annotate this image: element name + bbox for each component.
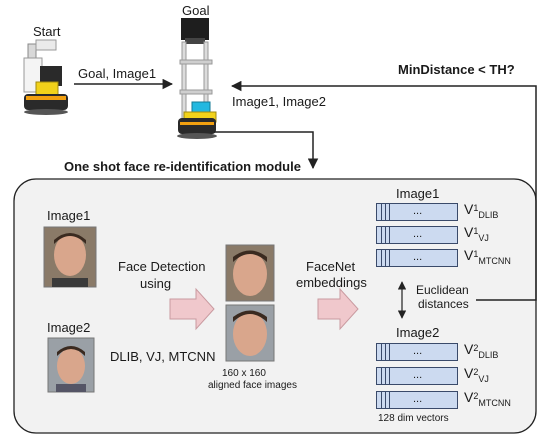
arrow-goal-image1-label: Goal, Image1 [78,66,157,81]
arrow-goal-to-module [214,131,319,170]
vector-dots: ... [413,205,423,217]
module-title: One shot face re-identification module [64,159,301,174]
vector-box: ... [376,343,458,361]
start-label: Start [33,24,61,39]
aligned-face-2 [225,304,275,362]
input-image2-label: Image2 [47,320,91,335]
vectors-group2-title: Image2 [396,325,440,340]
vector-dots: ... [413,393,423,405]
vector-box: ... [376,367,458,385]
vector-label: V2VJ [464,365,489,384]
vector-dots: ... [413,345,423,357]
aligned-face-1 [225,244,275,302]
vectors-group1-title: Image1 [396,186,440,201]
vector-label: V1MTCNN [464,247,511,266]
input-image1-label: Image1 [47,208,91,223]
aligned-caption-line1: 160 x 160 [222,368,266,379]
vectors-caption: 128 dim vectors [378,413,449,424]
vector-dots: ... [413,369,423,381]
vector-label: V1VJ [464,224,489,243]
vector-dots: ... [413,228,423,240]
euclidean-line1: Euclidean [416,283,469,297]
vector-label: V2MTCNN [464,389,511,408]
feedback-condition-label: MinDistance < TH? [398,62,515,77]
input-face-image2 [47,337,95,393]
step1-line2: using [140,276,172,291]
vector-box: ... [376,226,458,244]
step2-line2: embeddings [296,275,367,290]
euclidean-line2: distances [418,297,469,311]
step1-line1: Face Detection [118,259,206,274]
arrow-feedback [230,80,537,301]
input-face-image1 [43,226,97,288]
goal-label: Goal [182,3,210,18]
vector-label: V1DLIB [464,201,499,220]
step1-methods: DLIB, VJ, MTCNN [110,349,216,364]
vector-dots: ... [413,251,423,263]
vector-box: ... [376,203,458,221]
start-robot-icon [23,39,68,115]
arrow-image1-image2-label: Image1, Image2 [232,94,326,109]
goal-robot-icon [177,18,217,139]
aligned-caption-line2: aligned face images [208,380,297,391]
vector-label: V2DLIB [464,341,499,360]
vector-box: ... [376,391,458,409]
block-arrow-detection [169,287,215,331]
vector-box: ... [376,249,458,267]
block-arrow-embeddings [317,287,359,331]
step2-line1: FaceNet [306,259,356,274]
